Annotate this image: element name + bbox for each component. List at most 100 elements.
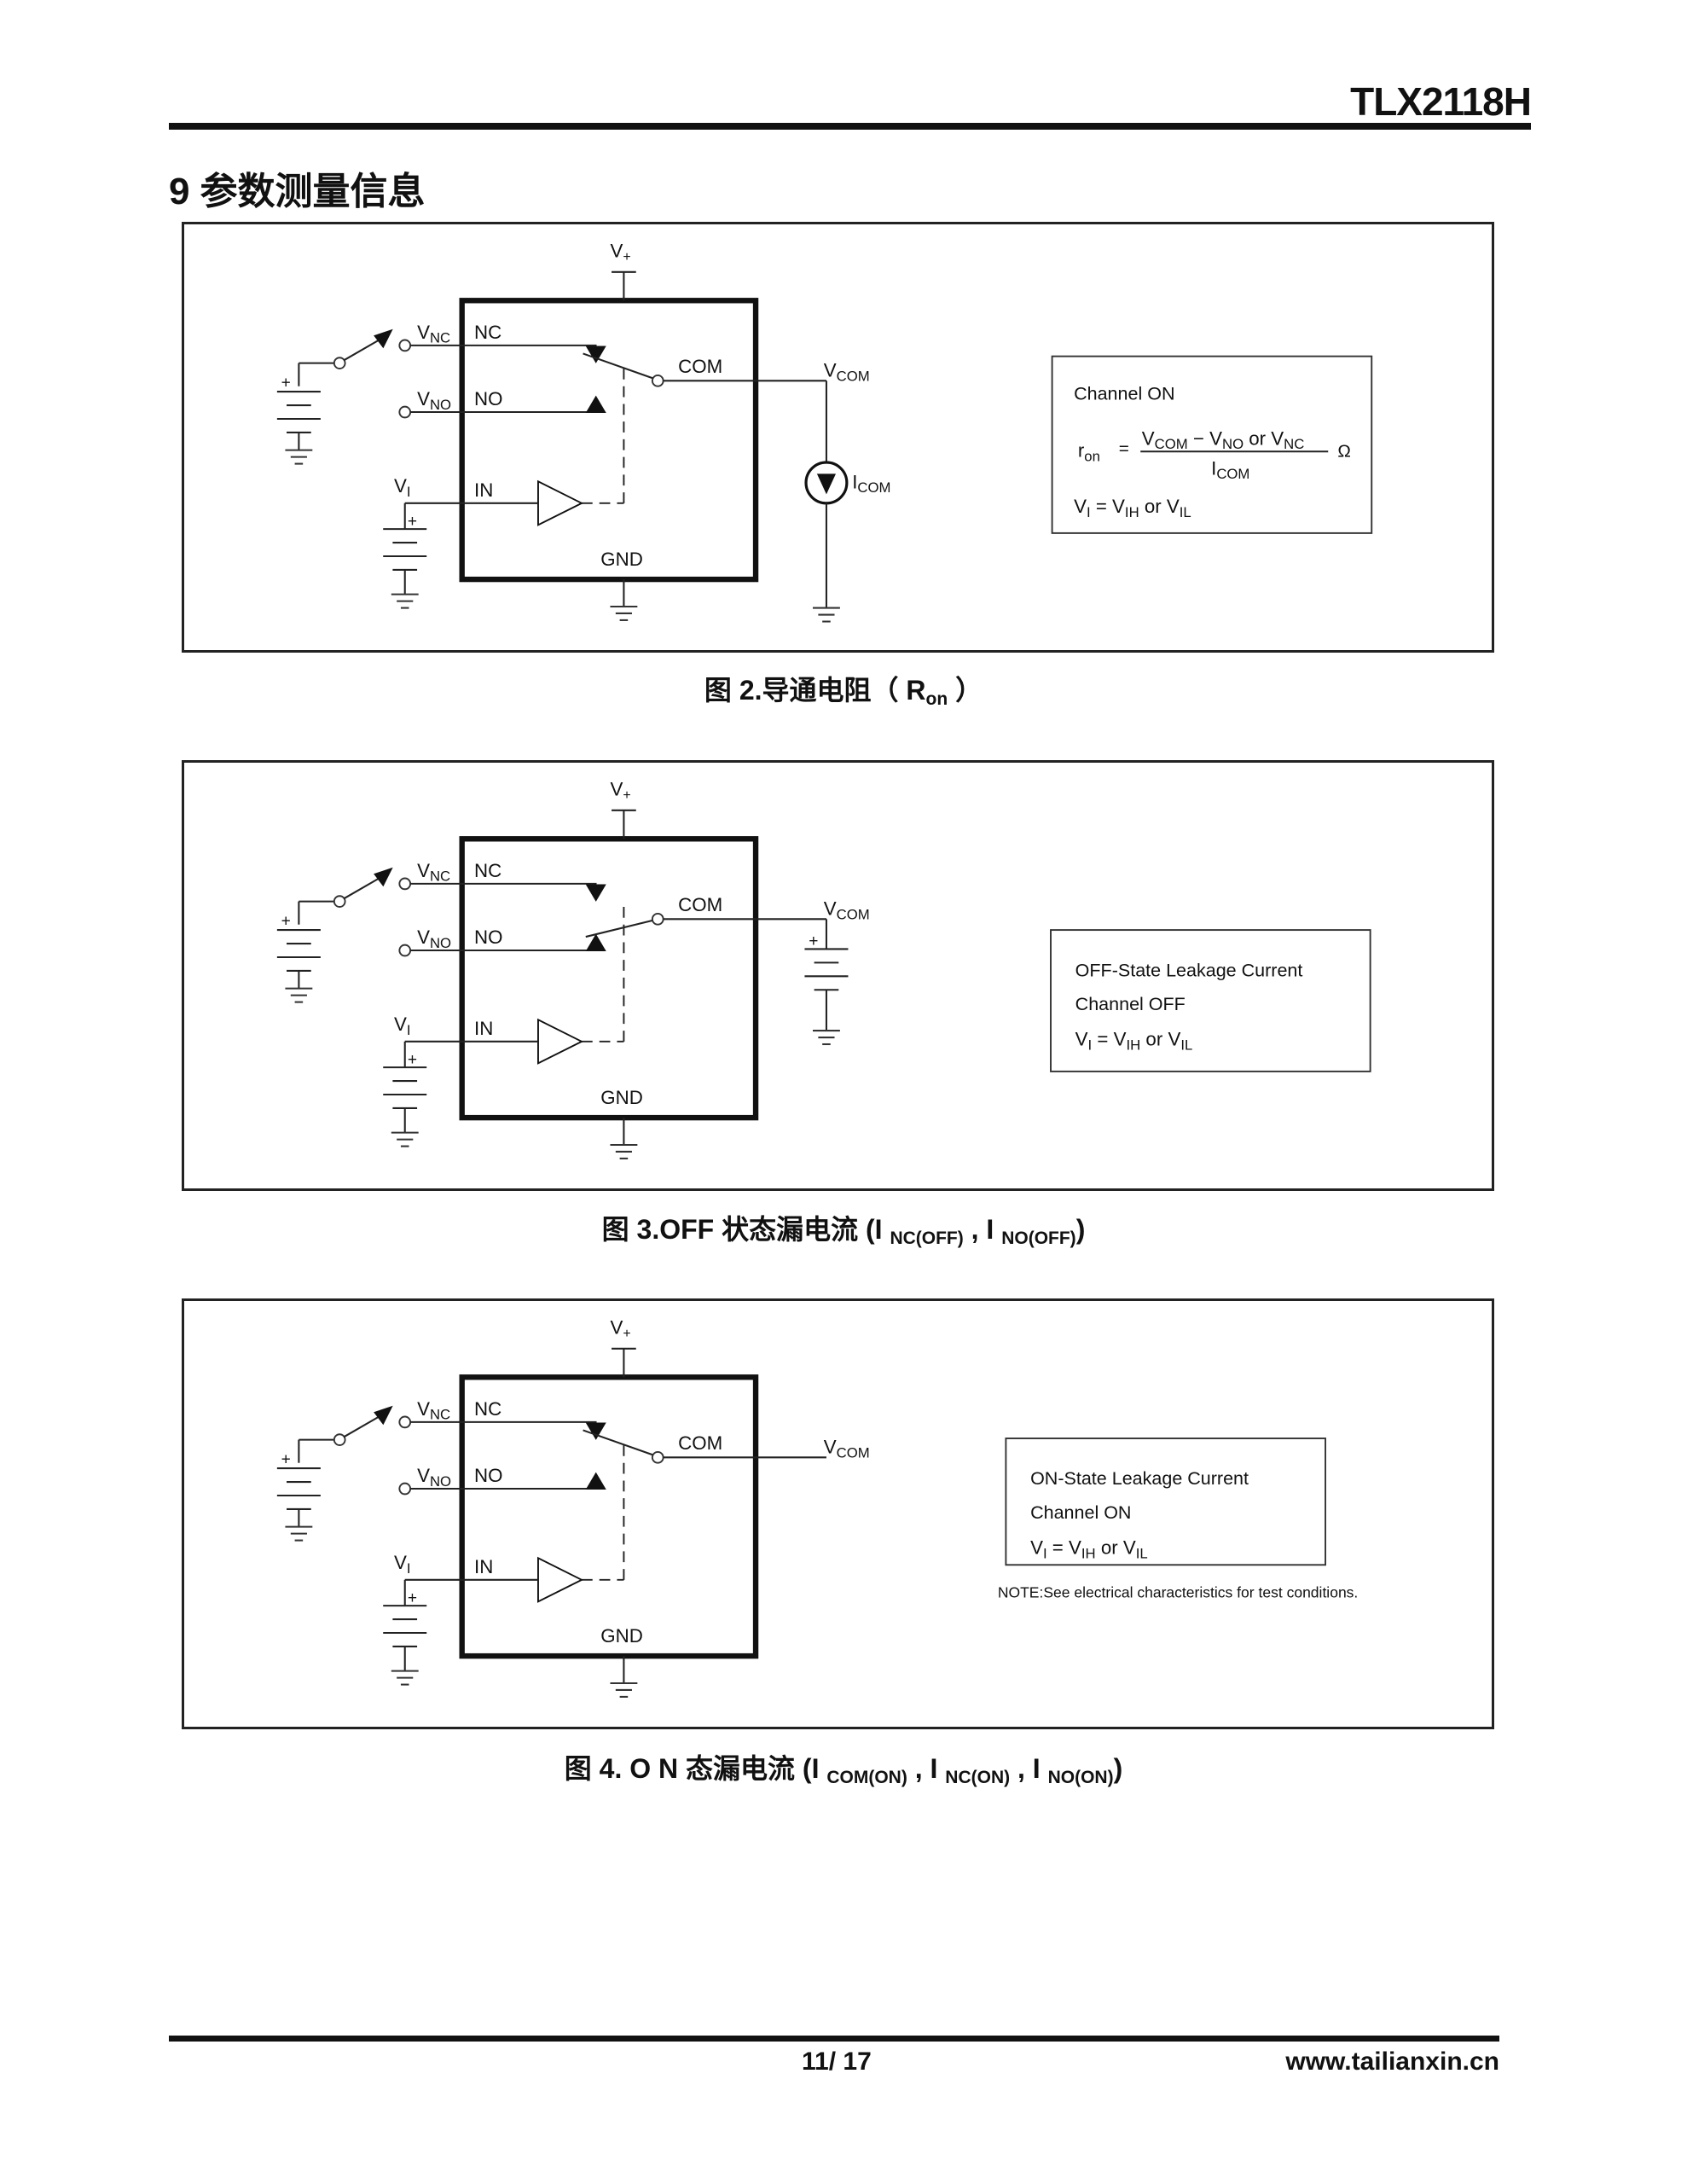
no-contact-arrow — [585, 933, 606, 951]
nc-terminal — [398, 1415, 412, 1429]
plus-sign: + — [408, 513, 417, 531]
nc-pin-label: NC — [474, 322, 501, 343]
no-pin-label: NO — [474, 926, 502, 948]
leakage-type-label: OFF-State Leakage Current — [1075, 960, 1303, 980]
ground-icon — [285, 987, 313, 1003]
caption-subscript: on — [925, 689, 948, 709]
current-arrow — [816, 473, 837, 495]
gnd-pin-label: GND — [600, 1087, 643, 1108]
selector-arm — [343, 339, 380, 362]
caption-subscript: NO(OFF) — [1001, 1228, 1076, 1248]
channel-state-label: Channel ON — [1074, 384, 1174, 404]
caption-subscript: NO(ON) — [1047, 1768, 1114, 1787]
plus-sign: + — [809, 932, 818, 950]
switch-arm — [583, 352, 653, 380]
ohm-unit: Ω — [1337, 442, 1351, 462]
nc-pin-label: NC — [474, 1398, 501, 1420]
v-plus-label: V+ — [610, 240, 630, 264]
v-nc-label: VNC — [417, 322, 450, 346]
vi-condition: VI = VIH or VIL — [1030, 1537, 1148, 1562]
in-pin-label: IN — [474, 479, 493, 501]
plus-sign: + — [281, 374, 291, 392]
channel-state-label: Channel ON — [1030, 1502, 1131, 1523]
v-plus-label: V+ — [610, 778, 630, 803]
no-contact-arrow — [585, 395, 606, 413]
ground-icon — [813, 607, 840, 623]
caption-text: 图 4. O N 态漏电流 (I — [564, 1753, 827, 1784]
figure-2-caption: 图 2.导通电阻（ Ron ） — [0, 669, 1687, 710]
v-com-label: VCOM — [824, 898, 870, 923]
v-i-label: VI — [394, 1552, 411, 1577]
caption-text: 图 3.OFF 状态漏电流 (I — [601, 1214, 890, 1245]
section-title: 参数测量信息 — [200, 171, 426, 212]
figure-4-caption: 图 4. O N 态漏电流 (I COM(ON) , I NC(ON) , I … — [0, 1747, 1687, 1788]
input-buffer — [537, 479, 584, 526]
ground-icon — [610, 1143, 638, 1159]
selector-arm — [343, 1415, 380, 1438]
selector-pivot — [333, 1433, 346, 1446]
header-rule — [169, 123, 1531, 130]
in-pin-label: IN — [474, 1018, 493, 1039]
selector-pivot — [333, 357, 346, 369]
plus-sign: + — [281, 1450, 291, 1468]
v-nc-label: VNC — [417, 1398, 450, 1423]
nc-terminal — [398, 339, 412, 352]
no-pin-label: NO — [474, 388, 502, 410]
in-pin-label: IN — [474, 1556, 493, 1577]
caption-text: ) — [1113, 1753, 1123, 1784]
switch-ic-body — [459, 1374, 759, 1659]
nc-contact-arrow — [585, 346, 606, 363]
vi-condition: VI = VIH or VIL — [1074, 496, 1191, 520]
no-contact-arrow — [585, 1472, 606, 1490]
input-buffer — [537, 1018, 584, 1065]
caption-subscript: NC(OFF) — [890, 1228, 964, 1248]
caption-text: 图 2.导通电阻（ R — [704, 675, 926, 706]
plus-sign: + — [408, 1051, 417, 1069]
v-no-label: VNO — [417, 926, 451, 951]
com-pin-label: COM — [678, 1432, 722, 1454]
caption-text: , I — [963, 1214, 1002, 1245]
ground-icon — [391, 1670, 419, 1686]
ground-icon — [391, 593, 419, 609]
plus-sign: + — [408, 1589, 417, 1607]
gnd-pin-label: GND — [600, 549, 643, 570]
com-pin-label: COM — [678, 894, 722, 915]
switch-ic-body — [459, 298, 759, 583]
com-terminal — [651, 913, 664, 926]
ground-icon — [610, 605, 638, 621]
no-terminal — [398, 944, 412, 957]
test-conditions-note: NOTE:See electrical characteristics for … — [998, 1584, 1358, 1601]
v-no-label: VNO — [417, 388, 451, 413]
input-buffer — [537, 1556, 584, 1603]
v-plus-label: V+ — [610, 1316, 630, 1341]
website-link[interactable]: www.tailianxin.cn — [1285, 2048, 1499, 2076]
nc-pin-label: NC — [474, 860, 501, 881]
ground-icon — [285, 449, 313, 465]
caption-subscript: COM(ON) — [826, 1768, 907, 1787]
switch-arm — [583, 1429, 653, 1456]
switch-arm — [585, 919, 653, 938]
no-terminal — [398, 405, 412, 419]
ground-icon — [391, 1131, 419, 1147]
caption-text: ) — [1075, 1214, 1086, 1245]
no-pin-label: NO — [474, 1465, 502, 1486]
v-i-label: VI — [394, 475, 411, 500]
v-no-label: VNO — [417, 1465, 451, 1490]
vi-condition: VI = VIH or VIL — [1075, 1029, 1193, 1054]
caption-text: , I — [907, 1753, 946, 1784]
ground-icon — [285, 1525, 313, 1542]
formula-denominator: ICOM — [1211, 457, 1249, 482]
selector-arrow — [374, 1405, 393, 1426]
condition-box — [1005, 1438, 1326, 1566]
ground-icon — [610, 1682, 638, 1698]
nc-contact-arrow — [585, 884, 606, 902]
formula-numerator: VCOM − VNO or VNC — [1142, 427, 1305, 452]
page-number: 11/ 17 — [802, 2048, 872, 2076]
v-com-label: VCOM — [824, 360, 870, 385]
condition-box — [1051, 355, 1373, 534]
